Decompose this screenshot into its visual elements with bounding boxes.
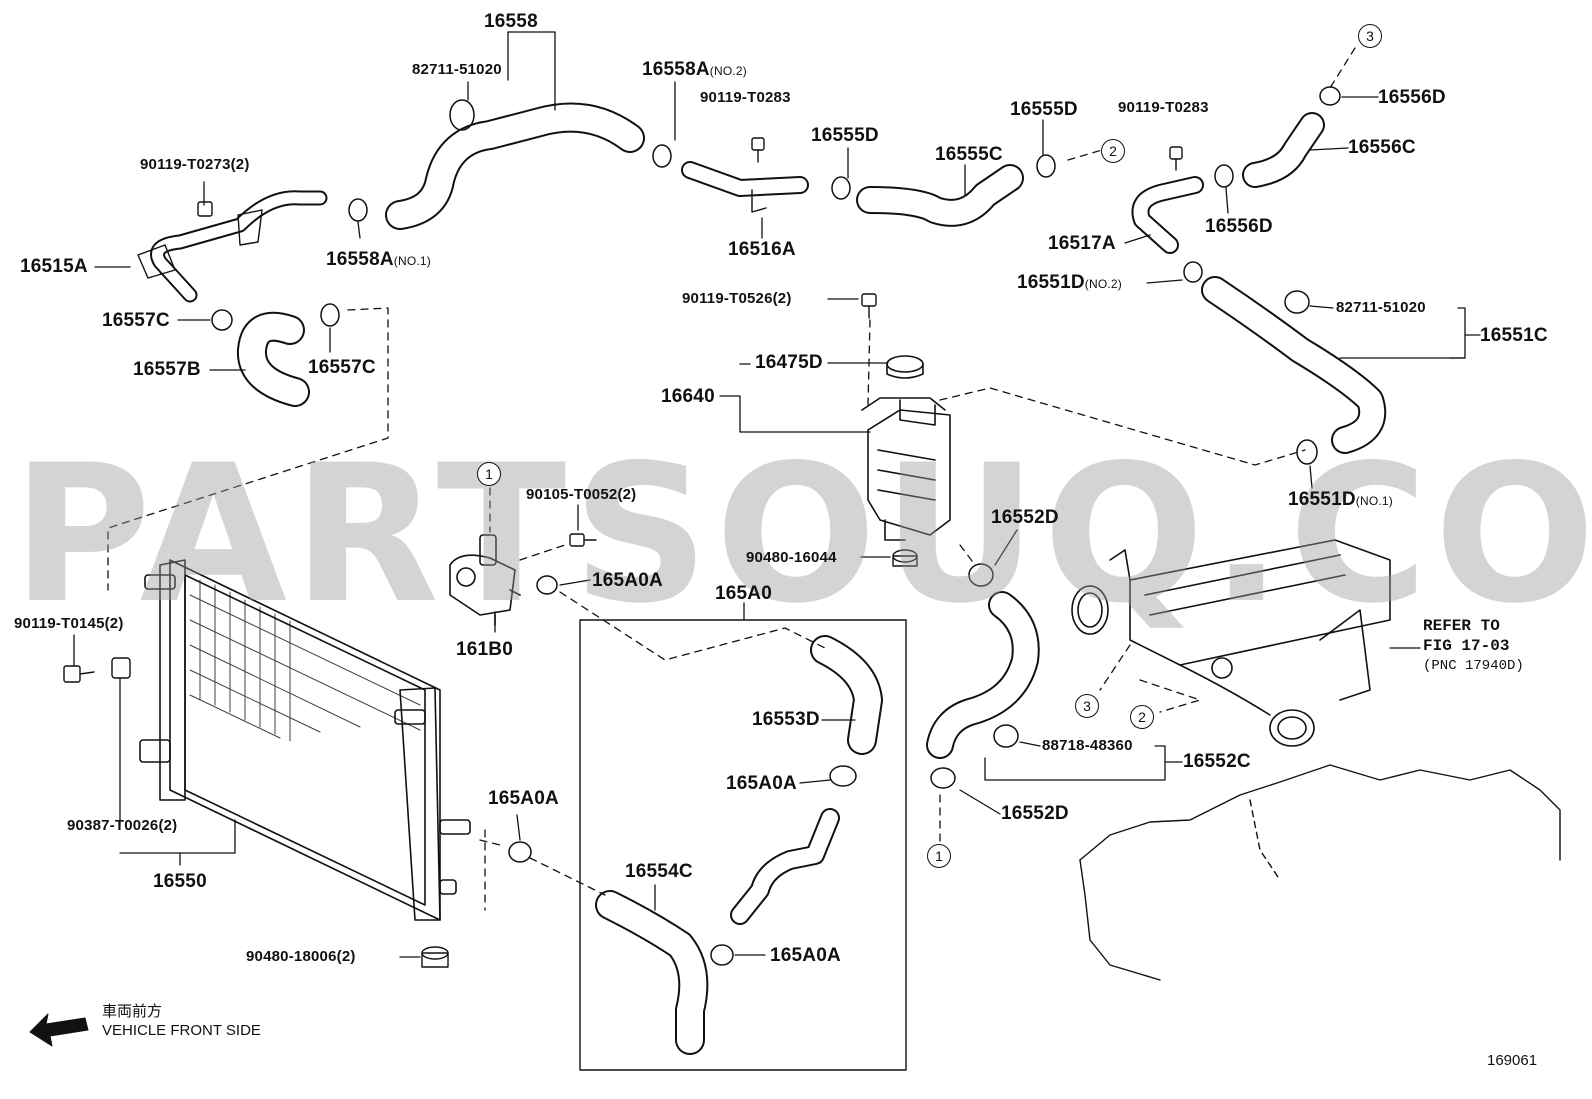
part-label[interactable]: 90387-T0026(2) bbox=[67, 817, 178, 834]
part-label[interactable]: 16556D bbox=[1378, 87, 1446, 108]
hose-16554C bbox=[595, 890, 709, 1055]
hose-16557B bbox=[236, 311, 310, 407]
refer-note-line: REFER TO bbox=[1423, 617, 1500, 635]
part-label[interactable]: 16475D bbox=[755, 352, 823, 373]
part-label[interactable]: 82711-51020 bbox=[412, 61, 502, 78]
callout-3: 3 bbox=[1075, 694, 1099, 718]
part-label[interactable]: 16550 bbox=[153, 871, 207, 892]
part-label[interactable]: 90480-16044 bbox=[746, 549, 837, 566]
part-label[interactable]: 16515A bbox=[20, 256, 88, 277]
callout-2: 2 bbox=[1101, 139, 1125, 163]
hose-16555C bbox=[856, 164, 1024, 227]
pipe-165A0-connector bbox=[730, 808, 840, 925]
part-label[interactable]: 16556D bbox=[1205, 216, 1273, 237]
part-label[interactable]: 16517A bbox=[1048, 233, 1116, 254]
engine-outline bbox=[1079, 764, 1561, 981]
part-label[interactable]: 16557C bbox=[308, 357, 376, 378]
part-label[interactable]: 16640 bbox=[661, 386, 715, 407]
part-label[interactable]: 90105-T0052(2) bbox=[526, 486, 637, 503]
hose-16552C bbox=[926, 591, 1040, 759]
hose-16551C bbox=[1201, 276, 1387, 454]
leader-lines bbox=[73, 31, 1481, 958]
kit-165A0-box bbox=[579, 619, 907, 1071]
intake-assembly bbox=[1071, 539, 1391, 747]
part-label[interactable]: 90119-T0283 bbox=[700, 89, 791, 106]
refer-note-line: (PNC 17940D) bbox=[1423, 658, 1524, 674]
pipe-16517A bbox=[1131, 176, 1204, 254]
part-label[interactable]: 16553D bbox=[752, 709, 820, 730]
bolt-icons bbox=[63, 137, 1183, 968]
refer-note[interactable]: REFER TO FIG 17-03 (PNC 17940D) bbox=[1423, 616, 1524, 676]
arrow-left-icon bbox=[29, 1013, 89, 1047]
vehicle-front-side-caption: 車両前方 VEHICLE FRONT SIDE bbox=[102, 1001, 261, 1041]
part-label[interactable]: 82711-51020 bbox=[1336, 299, 1426, 316]
part-label[interactable]: 16552C bbox=[1183, 751, 1251, 772]
part-label[interactable]: 165A0A bbox=[488, 788, 559, 809]
part-label[interactable]: 16554C bbox=[625, 861, 693, 882]
part-label[interactable]: 16556C bbox=[1348, 137, 1416, 158]
part-label[interactable]: 90480-18006(2) bbox=[246, 948, 356, 965]
reservoir-tank bbox=[861, 355, 951, 541]
part-label[interactable]: 16552D bbox=[1001, 803, 1069, 824]
callout-1: 1 bbox=[927, 844, 951, 868]
part-label[interactable]: 16555D bbox=[1010, 99, 1078, 120]
part-label[interactable]: 165A0A bbox=[726, 773, 797, 794]
part-label[interactable]: 16558A(NO.2) bbox=[642, 59, 747, 80]
part-label[interactable]: 16558 bbox=[484, 11, 538, 32]
callout-1: 1 bbox=[477, 462, 501, 486]
part-label[interactable]: 16555D bbox=[811, 125, 879, 146]
refer-note-line: FIG 17-03 bbox=[1423, 637, 1510, 655]
part-label[interactable]: 165A0A bbox=[770, 945, 841, 966]
callout-2: 2 bbox=[1130, 705, 1154, 729]
part-label[interactable]: 16552D bbox=[991, 507, 1059, 528]
hose-16558 bbox=[385, 102, 645, 230]
pipe-16515A bbox=[137, 190, 328, 303]
radiator bbox=[139, 559, 471, 921]
part-label[interactable]: 165A0 bbox=[715, 583, 772, 604]
part-label[interactable]: 16557B bbox=[133, 359, 201, 380]
callout-3: 3 bbox=[1358, 24, 1382, 48]
part-label[interactable]: 90119-T0273(2) bbox=[140, 156, 250, 173]
part-label[interactable]: 16558A(NO.1) bbox=[326, 249, 431, 270]
part-label[interactable]: 16551C bbox=[1480, 325, 1548, 346]
figure-number: 169061 bbox=[1487, 1052, 1538, 1069]
part-label[interactable]: 16551D(NO.1) bbox=[1288, 489, 1393, 510]
front-caption-english: VEHICLE FRONT SIDE bbox=[102, 1022, 261, 1039]
hose-16556C bbox=[1242, 112, 1325, 188]
part-label[interactable]: 16551D(NO.2) bbox=[1017, 272, 1122, 293]
pipe-16516A bbox=[681, 161, 809, 213]
part-label[interactable]: 90119-T0283 bbox=[1118, 99, 1209, 116]
part-label[interactable]: 165A0A bbox=[592, 570, 663, 591]
watermark: PARTSOUQ.COM bbox=[12, 424, 1592, 645]
part-label[interactable]: 16516A bbox=[728, 239, 796, 260]
part-label[interactable]: 90119-T0526(2) bbox=[682, 290, 792, 307]
part-label[interactable]: 90119-T0145(2) bbox=[14, 615, 124, 632]
dashed-connections bbox=[107, 47, 1356, 911]
part-label[interactable]: 16557C bbox=[102, 310, 170, 331]
hose-16553D bbox=[810, 635, 883, 755]
front-caption-japanese: 車両前方 bbox=[102, 1002, 163, 1020]
part-label[interactable]: 16555C bbox=[935, 144, 1003, 165]
part-label[interactable]: 161B0 bbox=[456, 639, 513, 660]
part-label[interactable]: 88718-48360 bbox=[1042, 737, 1133, 754]
